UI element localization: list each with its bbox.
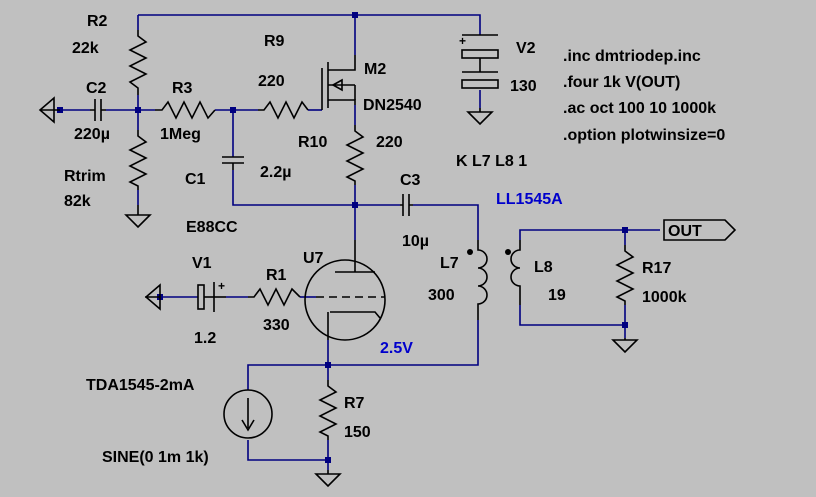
coupling-directive: K L7 L8 1 — [456, 153, 527, 170]
u7-name: U7 — [303, 250, 324, 267]
c1-name: C1 — [185, 171, 206, 188]
r1-name: R1 — [266, 267, 287, 284]
spice-directives: .inc dmtriodep.inc .four 1k V(OUT) .ac o… — [563, 48, 725, 144]
r10-name: R10 — [298, 134, 327, 151]
junction-dot — [325, 362, 331, 368]
output-port[interactable]: OUT — [663, 219, 737, 241]
l7-name: L7 — [440, 255, 459, 272]
l7-value: 300 — [428, 287, 455, 304]
junction-dot — [352, 202, 358, 208]
v2-plus: + — [459, 34, 466, 48]
ground-symbols — [38, 96, 639, 488]
r3-value: 1Meg — [160, 126, 201, 143]
current-source-i1[interactable] — [223, 389, 273, 439]
current-source-name: TDA1545-2mA — [86, 377, 195, 394]
resistor-r7[interactable] — [318, 380, 338, 440]
directive-option[interactable]: .option plotwinsize=0 — [563, 127, 725, 144]
r7-name: R7 — [344, 395, 365, 412]
c2-value: 220µ — [74, 126, 110, 143]
v1-plus: + — [218, 279, 225, 293]
rtrim-name: Rtrim — [64, 168, 106, 185]
c3-name: C3 — [400, 172, 421, 189]
l8-name: L8 — [534, 259, 553, 276]
v2-value: 130 — [510, 78, 537, 95]
resistor-rtrim[interactable] — [128, 130, 148, 190]
junction-dot — [230, 107, 236, 113]
r9-value: 220 — [258, 73, 285, 90]
c3-value: 10µ — [402, 233, 429, 250]
ground-icon — [314, 470, 342, 488]
r17-name: R17 — [642, 260, 671, 277]
resistor-r3[interactable] — [155, 100, 216, 120]
resistor-r10[interactable] — [345, 125, 365, 185]
m2-value: DN2540 — [363, 97, 422, 114]
r2-value: 22k — [72, 40, 99, 57]
junction-dot — [325, 457, 331, 463]
r7-value: 150 — [344, 424, 371, 441]
l8-value: 19 — [548, 287, 566, 304]
capacitor-c1[interactable] — [222, 156, 244, 170]
voltage-source-v1[interactable] — [197, 282, 226, 312]
r9-name: R9 — [264, 33, 285, 50]
capacitor-c3[interactable] — [400, 194, 413, 216]
transformer-l7-l8[interactable] — [467, 240, 521, 320]
junction-dot — [135, 107, 141, 113]
cathode-voltage-label: 2.5V — [380, 340, 413, 357]
v1-name: V1 — [192, 255, 212, 272]
resistor-r17[interactable] — [615, 245, 635, 305]
directive-ac[interactable]: .ac oct 100 10 1000k — [563, 100, 716, 117]
transformer-label: LL1545A — [496, 191, 563, 208]
c1-value: 2.2µ — [260, 164, 291, 181]
junction-dot — [622, 227, 628, 233]
component-labels: R2 22k C2 220µ R3 1Meg Rtrim 82k R9 220 … — [64, 13, 687, 466]
c2-name: C2 — [86, 80, 107, 97]
resistor-r9[interactable] — [258, 100, 309, 120]
r17-value: 1000k — [642, 289, 687, 306]
ground-icon — [144, 283, 161, 311]
ground-icon — [611, 338, 639, 354]
annotations: 2.5V LL1545A K L7 L8 1 — [380, 153, 563, 357]
rtrim-value: 82k — [64, 193, 91, 210]
ground-icon — [38, 96, 60, 124]
current-source-value: SINE(0 1m 1k) — [102, 449, 209, 466]
resistor-r2[interactable] — [128, 30, 148, 95]
directive-inc[interactable]: .inc dmtriodep.inc — [563, 48, 701, 65]
u7-value: E88CC — [186, 219, 238, 236]
junction-dot — [622, 322, 628, 328]
wires — [60, 14, 660, 470]
m2-name: M2 — [364, 61, 386, 78]
capacitor-c2[interactable] — [90, 99, 106, 121]
r1-value: 330 — [263, 317, 290, 334]
r10-value: 220 — [376, 134, 403, 151]
output-port-label: OUT — [668, 223, 702, 240]
ground-icon — [124, 205, 152, 229]
r3-name: R3 — [172, 80, 193, 97]
r2-name: R2 — [87, 13, 108, 30]
triode-u7[interactable] — [304, 240, 386, 341]
resistor-r1[interactable] — [248, 287, 301, 307]
directive-four[interactable]: .four 1k V(OUT) — [563, 74, 680, 91]
junction-dot — [352, 12, 358, 18]
ground-icon — [466, 108, 494, 126]
v1-value: 1.2 — [194, 330, 216, 347]
mosfet-m2[interactable] — [321, 55, 356, 110]
v2-name: V2 — [516, 40, 536, 57]
voltage-source-v2[interactable] — [461, 34, 499, 89]
